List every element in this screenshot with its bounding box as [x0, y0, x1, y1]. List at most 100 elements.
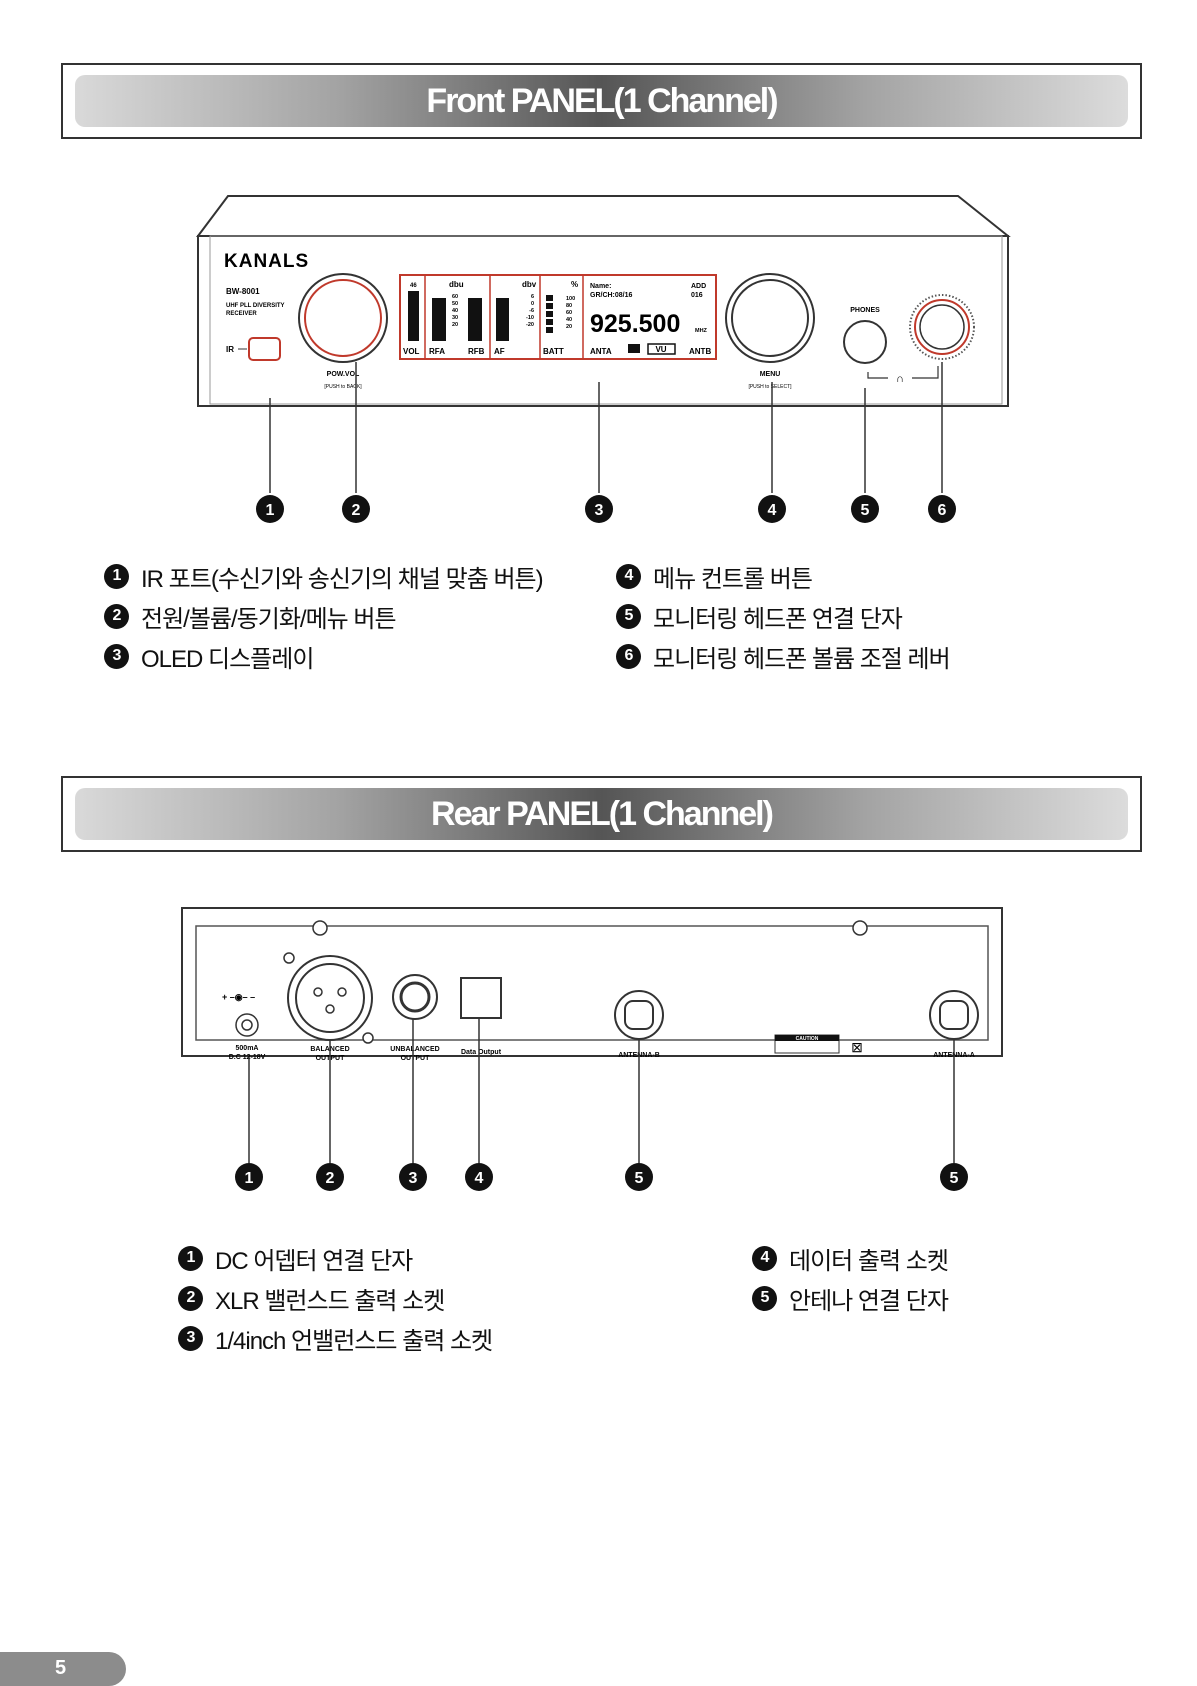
callout-badge-1 [256, 495, 284, 523]
legend-text: IR 포트(수신기와 송신기의 채널 맞춤 버튼) [141, 565, 544, 593]
phones-label: PHONES [850, 307, 880, 314]
screw-hole-left [312, 920, 328, 936]
legend-item: 2 전원/볼륨/동기화/메뉴 버튼 [104, 596, 543, 636]
unbalanced-label: UNBALANCED [390, 1046, 439, 1053]
name-value: ADD [691, 283, 706, 290]
legend-badge: 2 [104, 603, 129, 629]
af-label: AF [494, 347, 505, 356]
dc-label-2: D.C 12-18V [229, 1054, 266, 1061]
grch-value: 016 [691, 292, 703, 299]
rfa-meter [432, 298, 446, 341]
ir-port[interactable] [248, 337, 281, 361]
pct-scale-1: 80 [566, 303, 572, 309]
legend-badge: 3 [104, 643, 129, 669]
rear-callout-badge-2 [316, 1163, 344, 1191]
vu-indicator [647, 343, 676, 355]
af-meter [496, 298, 509, 341]
pow-vol-label: POW.VOL [327, 371, 360, 378]
dbu-scale-1: 50 [452, 301, 458, 307]
legend-text: 1/4inch 언밸런스드 출력 소켓 [215, 1327, 493, 1355]
name-label: Name: [590, 283, 611, 290]
legend-text: 모니터링 헤드폰 볼륨 조절 레버 [653, 645, 951, 673]
frequency-readout: 925.500 [590, 310, 680, 338]
rear-callout-num-1: 1 [245, 1170, 254, 1187]
dbv-scale-4: -20 [526, 322, 534, 328]
rear-callout-num-5a: 5 [635, 1170, 644, 1187]
legend-text: 데이터 출력 소켓 [789, 1247, 949, 1275]
legend-badge: 6 [616, 643, 641, 669]
rear-panel-title: Rear PANEL(1 Channel) [431, 794, 774, 833]
vol-label: VOL [403, 347, 420, 356]
callout-num-6: 6 [938, 502, 947, 519]
legend-badge: 1 [104, 563, 129, 589]
header-bar [75, 75, 1128, 127]
front-face-inner [209, 235, 1003, 405]
legend-text: OLED 디스플레이 [141, 645, 314, 673]
header-bar [75, 788, 1128, 840]
legend-text: 전원/볼륨/동기화/메뉴 버튼 [141, 605, 397, 633]
dc-label-1: 500mA [236, 1045, 259, 1052]
vu-label: VU [655, 345, 666, 354]
pct-label: % [571, 280, 578, 289]
data-output-socket[interactable] [460, 977, 502, 1019]
rear-callout-badge-1 [235, 1163, 263, 1191]
dbu-scale-0: 60 [452, 294, 458, 300]
phones-jack[interactable] [843, 320, 887, 364]
rear-panel-diagram: + –◉– – 500mA D.C 12-18V BALANCED OUTPUT… [181, 907, 1003, 1191]
menu-sub-label: [PUSH to SELECT] [748, 384, 792, 390]
pct-scale-3: 40 [566, 317, 572, 323]
rear-callout-badge-4 [465, 1163, 493, 1191]
legend-item: 4 데이터 출력 소켓 [752, 1238, 949, 1278]
front-panel-title: Front PANEL(1 Channel) [426, 81, 778, 120]
callout-badge-3 [585, 495, 613, 523]
callout-num-4: 4 [768, 502, 777, 519]
model-label: BW-8001 [226, 287, 260, 296]
legend-item: 6 모니터링 헤드폰 볼륨 조절 레버 [616, 636, 951, 676]
page-number: 5 [55, 1657, 67, 1679]
legend-badge: 2 [178, 1285, 203, 1311]
legend-text: 모니터링 헤드폰 연결 단자 [653, 605, 903, 633]
legend-text: DC 어뎁터 연결 단자 [215, 1247, 413, 1275]
legend-item: 3 1/4inch 언밸런스드 출력 소켓 [178, 1318, 493, 1358]
callout-num-2: 2 [352, 502, 361, 519]
dbu-scale-3: 30 [452, 315, 458, 321]
legend-badge: 4 [752, 1245, 777, 1271]
antb-label: ANTB [689, 347, 711, 356]
rear-callout-num-2: 2 [326, 1170, 335, 1187]
pow-vol-sub-label: [PUSH to BACK] [324, 384, 362, 390]
dbv-scale-1: 0 [531, 301, 534, 307]
pct-scale-2: 60 [566, 310, 572, 316]
model-subtitle-2: RECEIVER [226, 311, 257, 317]
legend-item: 1 DC 어뎁터 연결 단자 [178, 1238, 492, 1278]
rear-callout-badge-5b [940, 1163, 968, 1191]
legend-badge: 5 [752, 1285, 777, 1311]
rfa-label: RFA [429, 347, 445, 356]
legend-badge: 3 [178, 1325, 203, 1351]
callout-badge-5 [851, 495, 879, 523]
dbv-label: dbv [522, 280, 537, 289]
batt-label: BATT [543, 347, 564, 356]
front-panel-header: Front PANEL(1 Channel) [61, 63, 1142, 139]
vol-meter [408, 291, 419, 341]
rear-callout-num-4: 4 [475, 1170, 484, 1187]
page-number-tab [0, 1652, 126, 1686]
legend-text: 메뉴 컨트롤 버튼 [653, 565, 813, 593]
phones-volume-knob[interactable] [914, 299, 970, 355]
legend-badge: 1 [178, 1245, 203, 1271]
dbu-label: dbu [449, 280, 464, 289]
pct-scale-4: 20 [566, 324, 572, 330]
front-legend-left: 1 IR 포트(수신기와 송신기의 채널 맞춤 버튼) 2 전원/볼륨/동기화/메뉴… [104, 556, 544, 676]
front-chassis-top [196, 195, 1011, 237]
rear-callout-num-3: 3 [409, 1170, 418, 1187]
dbu-scale-4: 20 [452, 322, 458, 328]
rfb-label: RFB [468, 347, 485, 356]
lock-icon [628, 344, 640, 353]
pct-scale-0: 100 [566, 296, 575, 302]
pow-vol-knob-ring [304, 279, 382, 357]
rear-callout-badge-5a [625, 1163, 653, 1191]
caution-text: CAUTION [796, 1036, 819, 1042]
callout-num-5: 5 [861, 502, 870, 519]
dbv-scale-0: 6 [531, 294, 534, 300]
